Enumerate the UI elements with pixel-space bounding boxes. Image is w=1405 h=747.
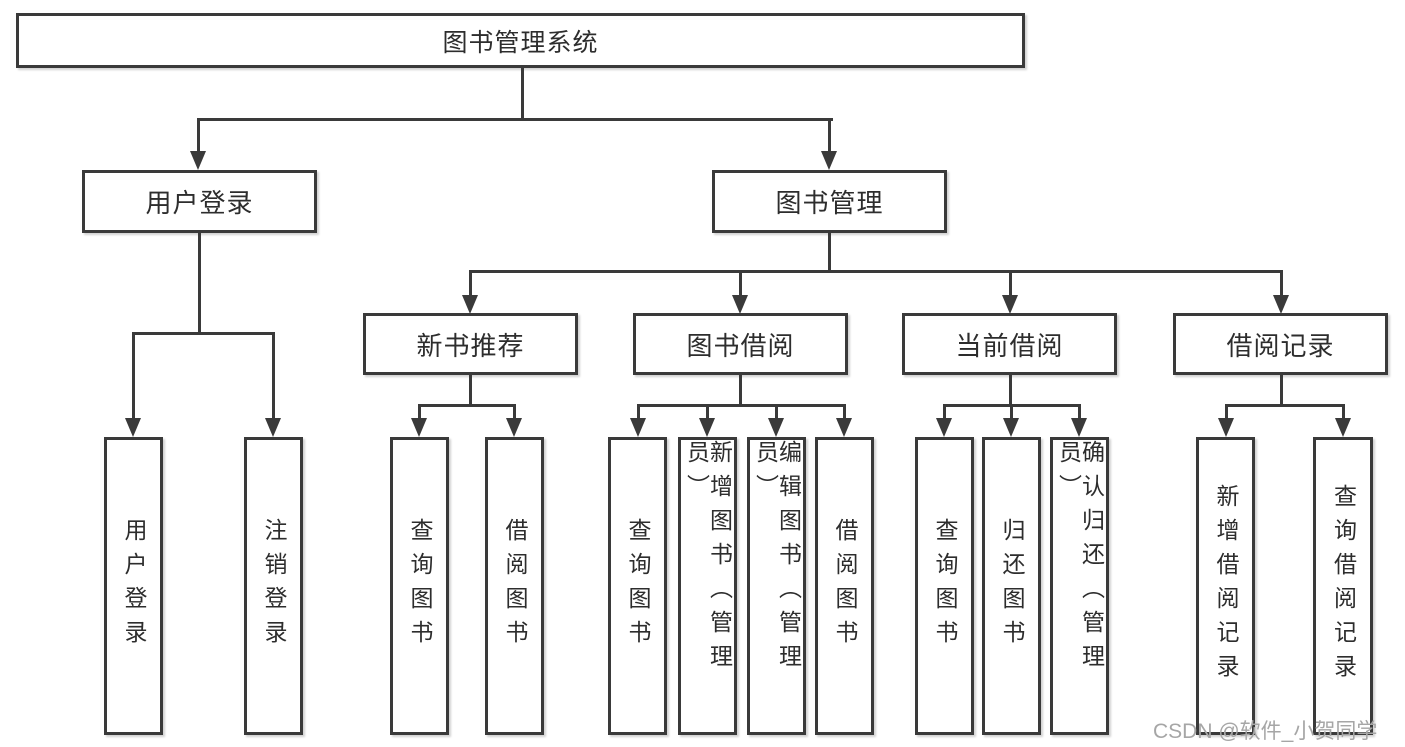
connector-line	[132, 332, 135, 419]
arrow-down-icon	[1273, 295, 1289, 314]
arrow-down-icon	[699, 418, 715, 437]
arrow-down-icon	[1002, 295, 1018, 314]
arrow-down-icon	[836, 418, 852, 437]
arrow-down-icon	[125, 418, 141, 437]
connector-line	[1009, 270, 1012, 298]
connector-line	[469, 375, 472, 407]
connector-line	[1225, 404, 1344, 407]
csdn-watermark: CSDN @软件_小贺同学	[1153, 720, 1378, 743]
connector-line	[1280, 375, 1283, 407]
connector-line	[197, 118, 833, 121]
node-borrow-book-recommend: 借阅图书	[485, 437, 544, 735]
node-logout-leaf: 注销登录	[244, 437, 303, 735]
connector-line	[1280, 270, 1283, 298]
arrow-down-icon	[1071, 418, 1087, 437]
node-book-management: 图书管理	[712, 170, 947, 233]
arrow-down-icon	[411, 418, 427, 437]
node-query-book-current: 查询图书	[915, 437, 974, 735]
connector-line	[513, 404, 516, 421]
arrow-down-icon	[190, 151, 206, 170]
node-query-book-borrow: 查询图书	[608, 437, 667, 735]
connector-line	[706, 404, 709, 421]
connector-line	[418, 404, 421, 421]
node-query-borrow-record: 查询借阅记录	[1313, 437, 1373, 735]
connector-line	[775, 404, 778, 421]
arrow-down-icon	[462, 295, 478, 314]
connector-line	[198, 233, 201, 335]
connector-line	[521, 68, 524, 120]
connector-line	[637, 404, 640, 421]
node-current-borrow: 当前借阅	[902, 313, 1117, 375]
connector-line	[1225, 404, 1228, 421]
connector-line	[469, 270, 1283, 273]
node-borrow-book: 借阅图书	[815, 437, 874, 735]
connector-line	[1010, 404, 1013, 421]
node-borrow-record: 借阅记录	[1173, 313, 1388, 375]
connector-line	[828, 233, 831, 273]
arrow-down-icon	[936, 418, 952, 437]
connector-line	[843, 404, 846, 421]
node-new-book-recommend: 新书推荐	[363, 313, 578, 375]
arrow-down-icon	[265, 418, 281, 437]
connector-line	[943, 404, 946, 421]
node-edit-book-admin: 编辑图书（管理员）	[747, 437, 806, 735]
connector-line	[637, 404, 846, 407]
arrow-down-icon	[630, 418, 646, 437]
node-add-book-admin: 新增图书（管理员）	[678, 437, 737, 735]
connector-line	[739, 375, 742, 407]
connector-line	[739, 270, 742, 298]
connector-line	[1009, 375, 1012, 407]
connector-line	[1342, 404, 1345, 421]
connector-line	[132, 332, 275, 335]
arrow-down-icon	[768, 418, 784, 437]
node-library-system: 图书管理系统	[16, 13, 1025, 68]
node-user-login-leaf: 用户登录	[104, 437, 163, 735]
arrow-down-icon	[1003, 418, 1019, 437]
connector-line	[469, 270, 472, 298]
arrow-down-icon	[821, 151, 837, 170]
node-query-book-recommend: 查询图书	[390, 437, 449, 735]
connector-line	[197, 118, 200, 154]
node-user-login: 用户登录	[82, 170, 317, 233]
connector-line	[272, 332, 275, 419]
node-book-borrow: 图书借阅	[633, 313, 848, 375]
arrow-down-icon	[1335, 418, 1351, 437]
node-confirm-return-admin: 确认归还（管理员）	[1050, 437, 1109, 735]
connector-line	[1078, 404, 1081, 421]
arrow-down-icon	[1218, 418, 1234, 437]
arrow-down-icon	[732, 295, 748, 314]
connector-line	[418, 404, 516, 407]
arrow-down-icon	[506, 418, 522, 437]
node-return-book: 归还图书	[982, 437, 1041, 735]
node-add-borrow-record: 新增借阅记录	[1196, 437, 1255, 735]
connector-line	[828, 118, 831, 154]
